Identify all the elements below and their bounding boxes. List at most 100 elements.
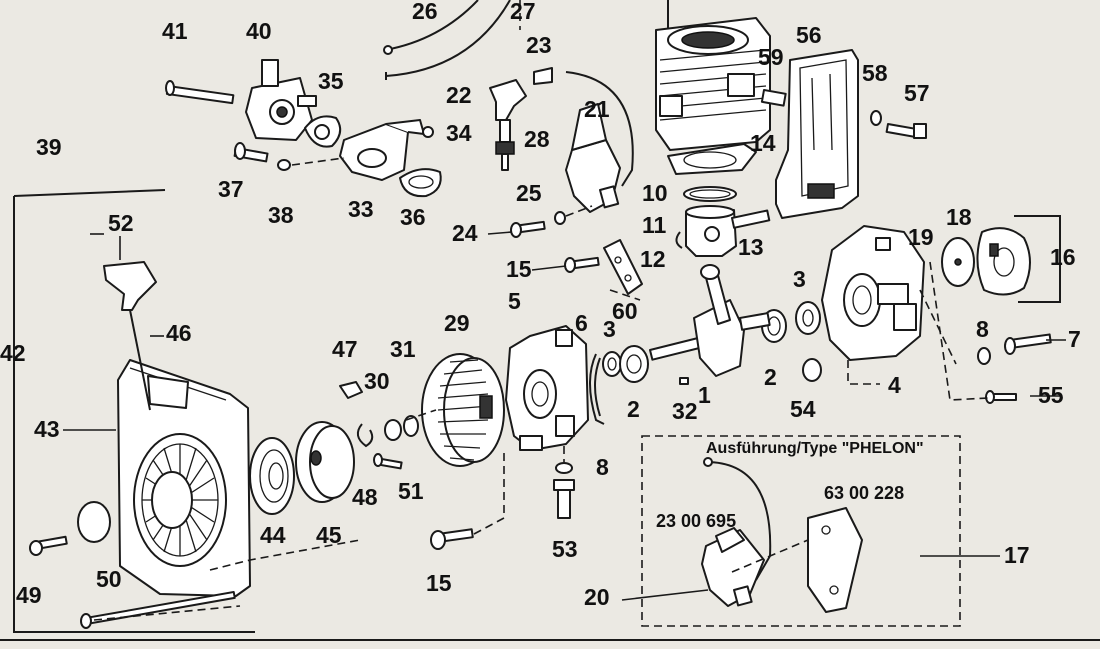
- part-47-pawl: [339, 381, 363, 399]
- callout-23-cap: 23: [526, 32, 552, 58]
- callout-60-bracket: 60: [612, 298, 638, 324]
- callout-20-ignition-phelon: 20: [584, 584, 610, 610]
- callout-16-clutch-group: 16: [1050, 244, 1076, 270]
- part-46-starter-rope: [129, 309, 151, 411]
- callout-26-wire: 26: [412, 0, 438, 24]
- part-43-fan-housing: [117, 359, 251, 597]
- variant-caption: Ausführung/Type "PHELON": [706, 440, 924, 457]
- callout-40-carburetor: 40: [246, 18, 272, 44]
- callout-54-washer: 54: [790, 396, 816, 422]
- part-55-screw: [985, 390, 1017, 404]
- part-51-screw: [373, 453, 403, 470]
- part-59-part: [760, 89, 787, 107]
- callout-34-nut: 34: [446, 120, 472, 146]
- part-13-piston-pin: [731, 209, 771, 229]
- phelon-variant-box: [641, 435, 961, 627]
- callout-39: 39: [36, 134, 62, 160]
- part-21-ignition-module: [565, 71, 634, 213]
- callout-53-bolt: 53: [552, 536, 578, 562]
- callout-2-bearing-right: 2: [764, 364, 777, 390]
- part-27-wire: [385, 0, 511, 77]
- callout-41-bolt: 41: [162, 18, 188, 44]
- part-29-flywheel: [421, 353, 505, 467]
- part-8-washer-center: [555, 462, 573, 474]
- callout-28-spark-plug: 28: [524, 126, 550, 152]
- variant-code-left: 23 00 695: [656, 511, 737, 531]
- callout-45-pulley: 45: [316, 522, 342, 548]
- callout-6-gasket: 6: [575, 310, 588, 336]
- part-17-bracket-phelon: [807, 507, 863, 613]
- callout-52-handle: 52: [108, 210, 134, 236]
- callout-8-washer-center: 8: [596, 454, 609, 480]
- callout-25-washer: 25: [516, 180, 542, 206]
- callout-3-bearing-left: 3: [603, 316, 616, 342]
- callout-46-rope: 46: [166, 320, 192, 346]
- part-1-crankshaft: [649, 264, 771, 377]
- part-7-bolt: [1004, 333, 1052, 355]
- part-2-bearing-left: [619, 345, 649, 383]
- callout-29-flywheel: 29: [444, 310, 470, 336]
- callout-43-fan-housing: 43: [34, 416, 60, 442]
- part-30-nut: [384, 419, 402, 441]
- part-36-gasket: [399, 168, 442, 198]
- callout-55-screw: 55: [1038, 382, 1064, 408]
- part-3-bearing-right: [795, 301, 821, 335]
- part-41-bolt: [165, 80, 235, 105]
- callout-22-boot: 22: [446, 82, 472, 108]
- callout-18-clutch: 18: [946, 204, 972, 230]
- part-6-gasket: [589, 353, 605, 425]
- part-34-nut: [422, 126, 434, 138]
- part-37-bolt: [233, 142, 269, 163]
- starter-group-bracket: [13, 196, 255, 633]
- callout-21-ignition: 21: [584, 96, 610, 122]
- part-15-screw-upper: [564, 256, 600, 273]
- callout-24-bolt: 24: [452, 220, 478, 246]
- callout-36-gasket: 36: [400, 204, 426, 230]
- callout-11-piston: 11: [642, 212, 667, 238]
- part-60-bracket: [603, 239, 643, 295]
- callout-5-crankcase: 5: [508, 288, 521, 314]
- part-49-screw: [29, 535, 68, 556]
- part-28-spark-plug: [495, 119, 515, 171]
- part-20-ignition-module-phelon: [701, 457, 772, 607]
- callout-19-disc: 19: [908, 224, 934, 250]
- part-52-starter-handle: [103, 261, 157, 311]
- callout-49-screw: 49: [16, 582, 42, 608]
- callout-58-washer: 58: [862, 60, 888, 86]
- callout-35-gasket: 35: [318, 68, 344, 94]
- callout-15-screw-upper: 15: [506, 256, 532, 282]
- part-22-spark-plug-boot: [489, 79, 527, 121]
- cover-disc: [77, 501, 111, 543]
- callout-38-washer: 38: [268, 202, 294, 228]
- callout-59-part: 59: [758, 44, 784, 70]
- callout-31-washer: 31: [390, 336, 416, 362]
- callout-47-pawl: 47: [332, 336, 358, 362]
- part-48-spring: [356, 423, 374, 448]
- part-11-piston: [685, 205, 737, 257]
- callout-27-wire: 27: [510, 0, 536, 24]
- callout-57-bolt: 57: [904, 80, 930, 106]
- part-23-cap: [533, 67, 553, 85]
- part-31-washer: [403, 415, 419, 437]
- callout-44-recoil-spring: 44: [260, 522, 286, 548]
- callout-15-screw-lower: 15: [426, 570, 452, 596]
- part-50-long-bolt: [80, 590, 236, 629]
- callout-2-bearing-left: 2: [627, 396, 640, 422]
- part-25-washer: [554, 211, 566, 225]
- variant-code-right: 63 00 228: [824, 483, 905, 503]
- callout-8-washer-right: 8: [976, 316, 989, 342]
- callout-33-intake: 33: [348, 196, 374, 222]
- callout-14-gasket: 14: [750, 130, 776, 156]
- part-56-cylinder-cover: [775, 49, 859, 219]
- part-5-crankcase-half: [505, 325, 589, 451]
- callout-37-bolt: 37: [218, 176, 244, 202]
- part-33-intake-manifold: [339, 119, 425, 181]
- callout-48-spring: 48: [352, 484, 378, 510]
- callout-50-long-bolt: 50: [96, 566, 122, 592]
- part-8-washer-right: [977, 347, 991, 365]
- callout-1-crankshaft: 1: [698, 382, 711, 408]
- callout-32-key: 32: [672, 398, 698, 424]
- callout-4-crankcase: 4: [888, 372, 901, 398]
- part-57-bolt: [885, 122, 927, 139]
